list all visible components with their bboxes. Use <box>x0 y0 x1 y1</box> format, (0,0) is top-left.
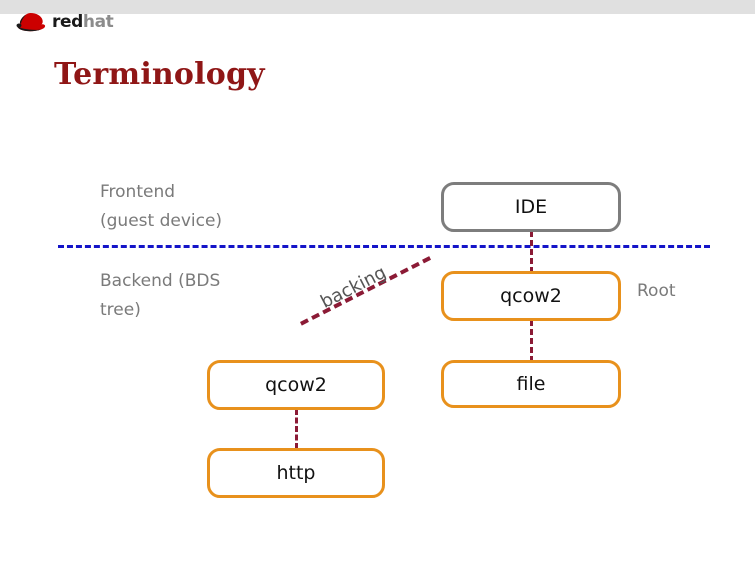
frontend-backend-divider <box>58 245 710 248</box>
node-ide[interactable]: IDE <box>441 182 621 232</box>
redhat-wordmark: redhat <box>52 11 114 32</box>
redhat-logo: redhat <box>14 9 114 35</box>
edge-label-backing: backing <box>317 262 390 313</box>
label-frontend: Frontend (guest device) <box>100 182 223 231</box>
page-title: Terminology <box>54 57 265 92</box>
redhat-shadowman-icon <box>16 13 46 32</box>
node-qcow2-root[interactable]: qcow2 <box>441 271 621 321</box>
label-backend: Backend (BDS tree) <box>100 271 221 320</box>
node-qcow2-backing[interactable]: qcow2 <box>207 360 385 410</box>
logo-word-red: red <box>52 11 83 32</box>
edge-qcow2-to-http <box>295 409 298 449</box>
edge-qcow2-to-file <box>530 320 533 362</box>
label-root: Root <box>637 281 676 301</box>
node-http[interactable]: http <box>207 448 385 498</box>
top-band <box>0 0 755 14</box>
edge-ide-to-qcow2 <box>530 231 533 273</box>
node-file[interactable]: file <box>441 360 621 408</box>
logo-word-hat: hat <box>82 11 114 32</box>
